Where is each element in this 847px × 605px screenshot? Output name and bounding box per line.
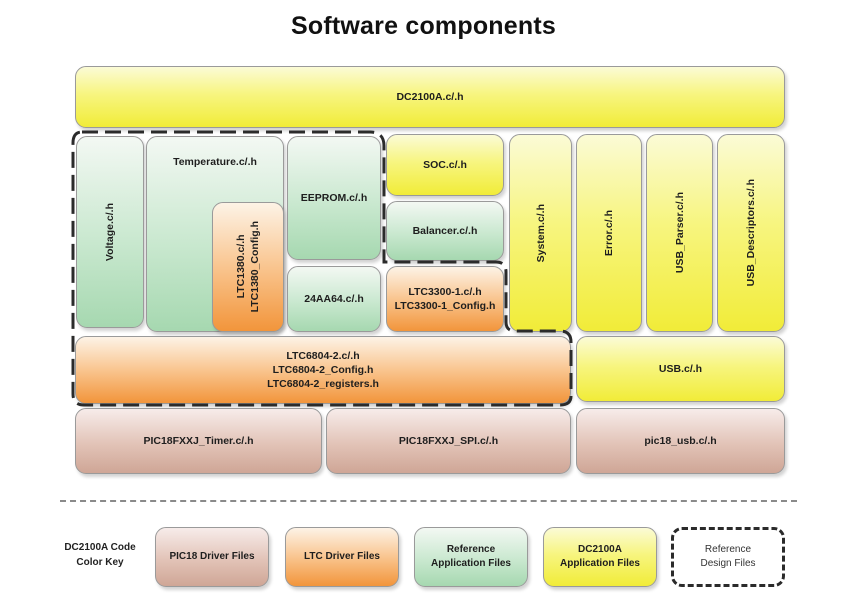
dc2100a-block: DC2100A.c/.h bbox=[75, 66, 785, 128]
voltage-block: Voltage.c/.h bbox=[76, 136, 144, 328]
pic-usb-block: pic18_usb.c/.h bbox=[576, 408, 785, 474]
ltc3300-label-line2: LTC3300-1_Config.h bbox=[394, 300, 496, 312]
legend-ref-design-line2: Design Files bbox=[700, 558, 756, 569]
ltc6804-label-line2: LTC6804-2_Config.h bbox=[272, 364, 374, 376]
ltc6804-label-line3: LTC6804-2_registers.h bbox=[267, 378, 379, 390]
error-block: Error.c/.h bbox=[576, 134, 642, 332]
pic-spi-block: PIC18FXXJ_SPI.c/.h bbox=[326, 408, 571, 474]
legend-dc-app-line1: DC2100A bbox=[578, 544, 622, 555]
eeprom-label: EEPROM.c/.h bbox=[300, 192, 368, 204]
color-key-line2: Color Key bbox=[76, 557, 124, 568]
ltc1380-block: LTC1380.c/.h LTC1380_Config.h bbox=[212, 202, 284, 332]
legend-ref-app-line1: Reference bbox=[446, 544, 496, 555]
legend-separator bbox=[60, 500, 797, 502]
soc-label: SOC.c/.h bbox=[423, 159, 467, 171]
eeprom-block: EEPROM.c/.h bbox=[287, 136, 381, 260]
legend-dc-app-line2: Application Files bbox=[559, 558, 640, 569]
usb-label: USB.c/.h bbox=[658, 363, 703, 375]
balancer-label: Balancer.c/.h bbox=[412, 225, 478, 237]
legend-reference-application: Reference Application Files bbox=[414, 527, 528, 587]
ltc6804-label-line1: LTC6804-2.c/.h bbox=[286, 350, 360, 362]
ltc3300-label-line1: LTC3300-1.c/.h bbox=[408, 286, 482, 298]
reference-design-outline-path bbox=[71, 130, 573, 407]
24aa64-label: 24AA64.c/.h bbox=[304, 293, 364, 305]
ltc3300-block: LTC3300-1.c/.h LTC3300-1_Config.h bbox=[386, 266, 504, 332]
legend-ref-design-line1: Reference bbox=[704, 544, 752, 555]
usb-descriptors-block: USB_Descriptors.c/.h bbox=[717, 134, 785, 332]
balancer-block: Balancer.c/.h bbox=[386, 201, 504, 261]
usb-parser-block: USB_Parser.c/.h bbox=[646, 134, 713, 332]
legend-reference-design: Reference Design Files bbox=[671, 527, 785, 587]
legend-dc2100a-application: DC2100A Application Files bbox=[543, 527, 657, 587]
soc-block: SOC.c/.h bbox=[386, 134, 504, 196]
legend-dc2100a-application-group: DC2100A Application Files bbox=[560, 543, 640, 571]
usb-block: USB.c/.h bbox=[576, 336, 785, 402]
pic-spi-label: PIC18FXXJ_SPI.c/.h bbox=[398, 435, 499, 447]
ltc6804-label-group: LTC6804-2.c/.h LTC6804-2_Config.h LTC680… bbox=[267, 349, 379, 391]
legend-ltc: LTC Driver Files bbox=[285, 527, 399, 587]
legend-pic18-label: PIC18 Driver Files bbox=[169, 551, 255, 562]
legend-reference-application-group: Reference Application Files bbox=[431, 543, 511, 571]
ltc3300-label-group: LTC3300-1.c/.h LTC3300-1_Config.h bbox=[395, 285, 496, 313]
ltc6804-block: LTC6804-2.c/.h LTC6804-2_Config.h LTC680… bbox=[75, 336, 571, 404]
pic-usb-label: pic18_usb.c/.h bbox=[644, 435, 717, 447]
system-block: System.c/.h bbox=[509, 134, 572, 332]
diagram-title: Software components bbox=[291, 12, 556, 40]
legend-ltc-label: LTC Driver Files bbox=[304, 551, 380, 562]
color-key-title: DC2100A Code Color Key bbox=[50, 540, 150, 570]
24aa64-block: 24AA64.c/.h bbox=[287, 266, 381, 332]
pic-timer-block: PIC18FXXJ_Timer.c/.h bbox=[75, 408, 322, 474]
pic-timer-label: PIC18FXXJ_Timer.c/.h bbox=[143, 435, 254, 447]
legend-ref-app-line2: Application Files bbox=[430, 558, 511, 569]
color-key-line1: DC2100A Code bbox=[64, 542, 136, 553]
legend-reference-design-group: Reference Design Files bbox=[700, 543, 755, 571]
temperature-label: Temperature.c/.h bbox=[173, 156, 257, 168]
dc2100a-label: DC2100A.c/.h bbox=[396, 91, 464, 103]
legend-pic18: PIC18 Driver Files bbox=[155, 527, 269, 587]
